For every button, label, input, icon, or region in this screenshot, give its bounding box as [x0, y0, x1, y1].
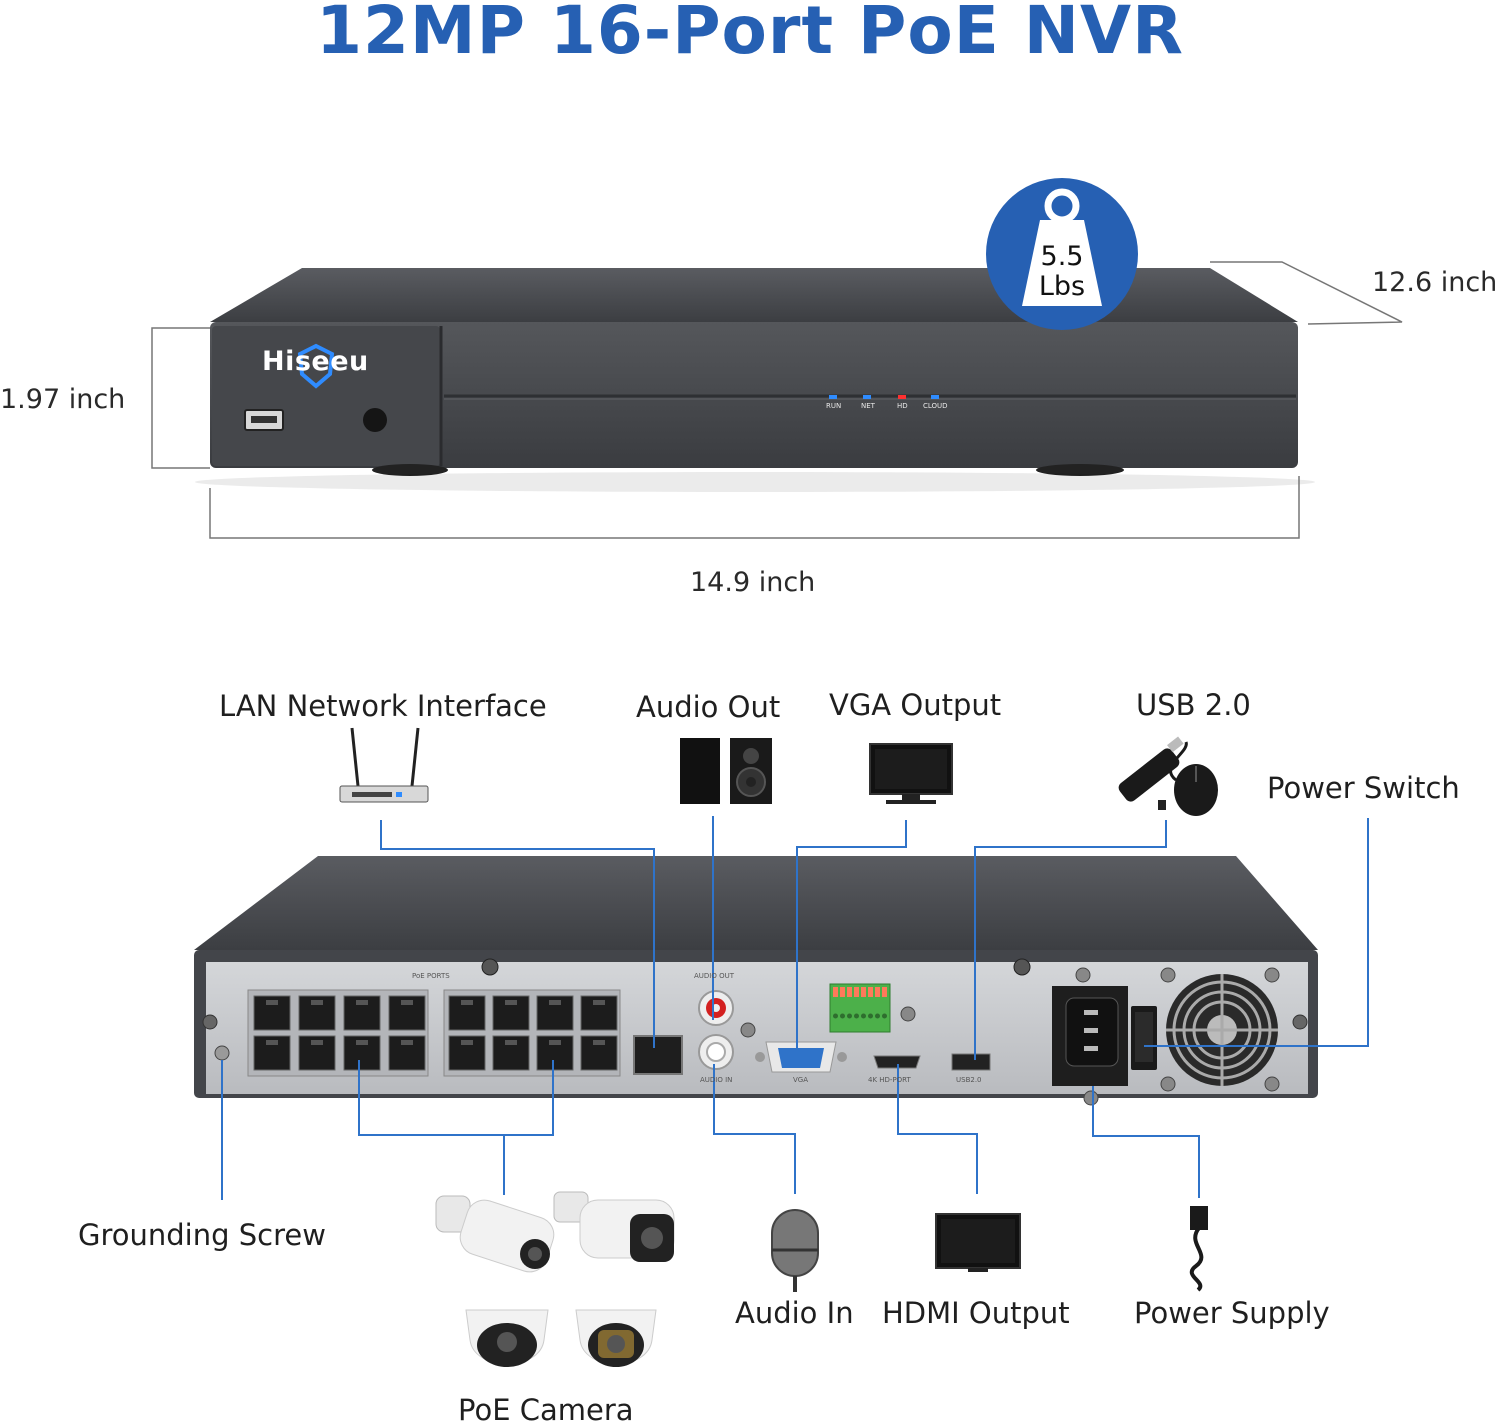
- terminal-pin: [868, 987, 873, 997]
- brand-logo-text: Hiseeu: [262, 346, 369, 377]
- speaker-icon: [680, 738, 772, 804]
- audio-in-text: AUDIO IN: [700, 1076, 733, 1084]
- terminal-pin: [861, 987, 866, 997]
- microphone-icon: [771, 1209, 819, 1292]
- callout-audio-out: Audio Out: [636, 690, 781, 724]
- mouse-icon: [1158, 741, 1218, 816]
- dimension-lines: [151, 261, 1403, 539]
- callout-power-supply: Power Supply: [1134, 1296, 1330, 1330]
- audio-out-text: AUDIO OUT: [694, 972, 735, 980]
- led-cloud: [931, 395, 939, 399]
- camera-icon: [465, 1309, 657, 1367]
- height-dimension: 1.97 inch: [0, 384, 126, 415]
- callout-audio-in: Audio In: [735, 1296, 854, 1330]
- usb-drive-icon: [1118, 736, 1184, 802]
- rear-usb-port: [951, 1053, 991, 1071]
- ir-sensor: [363, 408, 387, 432]
- weight-unit: Lbs: [1038, 271, 1086, 302]
- callout-vga: VGA Output: [829, 688, 1002, 722]
- front-nvr: [195, 268, 1315, 492]
- callout-usb: USB 2.0: [1136, 688, 1251, 722]
- poe-port: [253, 995, 291, 1031]
- lan-port: [633, 1035, 683, 1075]
- led-label-net: NET: [861, 402, 875, 410]
- callout-grounding: Grounding Screw: [78, 1218, 326, 1252]
- callout-lan: LAN Network Interface: [219, 689, 547, 723]
- terminal-pin: [875, 987, 880, 997]
- poe-ports-text: PoE PORTS: [412, 972, 450, 980]
- usb-text: USB2.0: [956, 1076, 982, 1084]
- alarm-terminal: [829, 983, 891, 1033]
- terminal-pin: [854, 987, 859, 997]
- callout-lines: [221, 816, 1369, 1200]
- width-dimension: 14.9 inch: [690, 567, 816, 598]
- callout-poe-camera: PoE Camera: [458, 1393, 634, 1427]
- terminal-pin: [882, 987, 887, 997]
- monitor-icon: [869, 743, 953, 804]
- led-label-run: RUN: [826, 402, 842, 410]
- terminal-pin: [847, 987, 852, 997]
- grounding-screw: [214, 1045, 230, 1061]
- fan-grille: [1160, 967, 1280, 1092]
- weight-value: 5.5: [1040, 241, 1084, 272]
- monitor-icon: [935, 1213, 1021, 1272]
- terminal-pin: [840, 987, 845, 997]
- callout-power-switch: Power Switch: [1267, 771, 1460, 805]
- depth-dimension: 12.6 inch: [1372, 267, 1498, 298]
- page-title: 12MP 16-Port PoE NVR: [316, 0, 1184, 69]
- callout-hdmi: HDMI Output: [882, 1296, 1070, 1330]
- power-cable-icon: [1189, 1206, 1208, 1292]
- poe-port: [492, 995, 530, 1031]
- weight-icon: [1022, 220, 1102, 306]
- brand-logo-icon: [297, 343, 335, 389]
- terminal-pin: [833, 987, 838, 997]
- led-label-hd: HD: [897, 402, 908, 410]
- rear-nvr: [194, 856, 1318, 1106]
- weight-badge: [986, 178, 1138, 330]
- poe-ports-group: [253, 995, 618, 1071]
- router-icon: [339, 727, 429, 803]
- vga-text: VGA: [793, 1076, 809, 1084]
- hdmi-port: [873, 1055, 921, 1069]
- camera-icon: [435, 1191, 675, 1273]
- led-net: [863, 395, 871, 399]
- hdmi-text: 4K HD-PORT: [868, 1076, 911, 1084]
- led-label-cloud: CLOUD: [923, 402, 948, 410]
- led-hd: [898, 395, 906, 399]
- led-run: [829, 395, 837, 399]
